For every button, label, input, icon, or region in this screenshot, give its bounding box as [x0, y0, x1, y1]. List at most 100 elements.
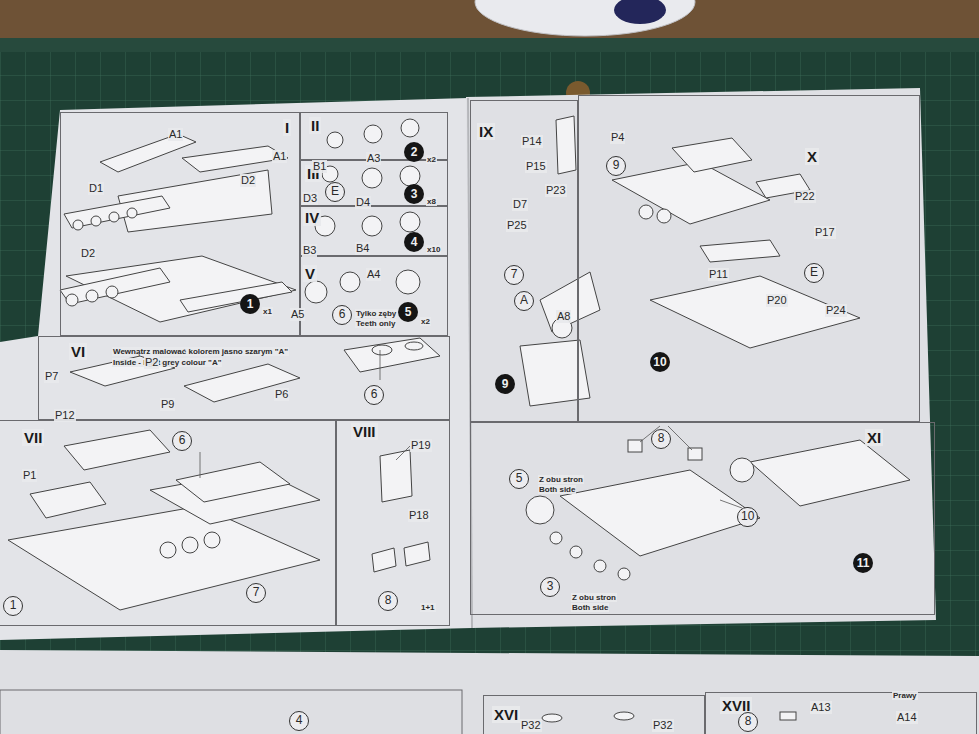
note-text: Z obu stron: [571, 593, 617, 602]
label-anchor: D1: [88, 178, 104, 196]
label-anchor: P17: [814, 222, 836, 240]
label-anchor: 6: [332, 304, 352, 325]
label-anchor: D4: [355, 192, 371, 210]
part-label: A3: [366, 152, 381, 165]
callout-number: A: [514, 291, 534, 311]
part-label: P7: [44, 370, 59, 383]
label-anchor: Prawy: [892, 684, 918, 702]
label-anchor: 10: [650, 352, 670, 372]
part-label: A1: [272, 150, 287, 163]
part-label: P19: [410, 439, 432, 452]
callout-number: E: [804, 263, 824, 283]
callout-number: 7: [504, 265, 524, 285]
step-numeral: I: [283, 119, 291, 136]
part-label: P23: [545, 184, 567, 197]
label-anchor: A8: [556, 306, 571, 324]
label-anchor: Teeth only: [355, 312, 396, 330]
callout-number: 10: [650, 352, 670, 372]
callout-number: 9: [606, 156, 626, 176]
label-anchor: 11: [853, 553, 873, 573]
label-anchor: P19: [410, 435, 432, 453]
label-anchor: D3: [302, 188, 318, 206]
label-anchor: B4: [355, 238, 370, 256]
label-anchor: 5: [398, 302, 418, 322]
callout-number: 11: [853, 553, 873, 573]
callout-number: 7: [246, 583, 266, 603]
note-text: x10: [426, 245, 441, 254]
label-anchor: A5: [290, 304, 305, 322]
note-text: Wewnątrz malować kolorem jasno szarym "A…: [112, 347, 289, 356]
label-anchor: P15: [525, 156, 547, 174]
note-text: Both side: [538, 485, 576, 494]
part-label: D7: [512, 198, 528, 211]
part-label: P22: [794, 190, 816, 203]
label-anchor: x1: [262, 300, 273, 318]
callout-number: 4: [289, 711, 309, 731]
step-numeral: IX: [477, 123, 495, 140]
part-label: P18: [408, 509, 430, 522]
label-anchor: 2: [404, 142, 424, 162]
callout-number: 9: [495, 374, 515, 394]
note-text: x2: [420, 317, 431, 326]
step-numeral: VII: [22, 429, 44, 446]
label-anchor: x8: [426, 190, 437, 208]
callout-number: 1: [3, 596, 23, 616]
callout-number: 10: [737, 507, 758, 527]
label-anchor: D7: [512, 194, 528, 212]
label-anchor: A: [514, 290, 534, 311]
step-numeral: VIII: [351, 423, 378, 440]
note-text: Tylko zęby: [355, 309, 397, 318]
label-anchor: E: [325, 181, 345, 202]
part-label: D2: [80, 247, 96, 260]
note-text: Both side: [571, 603, 609, 612]
label-anchor: E: [804, 262, 824, 283]
label-anchor: P20: [766, 290, 788, 308]
step-numeral: XVI: [492, 706, 520, 723]
label-anchor: 3: [540, 576, 560, 597]
part-label: P1: [22, 469, 37, 482]
callout-number: 3: [540, 577, 560, 597]
note-text: x8: [426, 197, 437, 206]
label-anchor: x10: [426, 238, 441, 256]
label-anchor: 9: [495, 374, 515, 394]
step-numeral: X: [805, 148, 819, 165]
part-label: B3: [302, 244, 317, 257]
label-anchor: 10: [737, 506, 758, 527]
callout-number: 6: [332, 305, 352, 325]
part-label: D4: [355, 196, 371, 209]
part-label: P12: [54, 409, 76, 422]
label-anchor: P9: [160, 394, 175, 412]
label-anchor: Both side: [538, 478, 576, 496]
part-label: P6: [274, 388, 289, 401]
label-anchor: P1: [22, 465, 37, 483]
label-anchor: B1: [312, 156, 327, 174]
label-anchor: P11: [708, 264, 729, 282]
part-label: P25: [506, 219, 528, 232]
part-label: B1: [312, 160, 327, 173]
part-label: P11: [708, 268, 729, 281]
label-anchor: 5: [509, 468, 529, 489]
part-label: P32: [652, 719, 674, 732]
label-anchor: A3: [366, 148, 381, 166]
callout-number: 8: [378, 591, 398, 611]
label-anchor: P6: [274, 384, 289, 402]
part-label: A14: [896, 711, 918, 724]
label-anchor: P25: [506, 215, 528, 233]
callout-number: 8: [651, 429, 671, 449]
label-anchor: 7: [504, 264, 524, 285]
label-anchor: Tylko zęby: [355, 302, 397, 320]
label-anchor: 6: [364, 384, 384, 405]
part-label: P14: [521, 135, 543, 148]
part-label: A13: [810, 701, 832, 714]
step-panel: IX: [470, 100, 578, 422]
part-label: A4: [366, 268, 381, 281]
label-anchor: Z obu stron: [538, 468, 584, 486]
step-panel: X: [578, 95, 920, 422]
label-anchor: D2: [240, 170, 256, 188]
label-anchor: Both side: [571, 596, 609, 614]
label-anchor: A1: [272, 146, 287, 164]
note-text: x2: [426, 155, 437, 164]
part-label: P32: [520, 719, 542, 732]
label-anchor: Z obu stron: [571, 586, 617, 604]
label-anchor: x2: [426, 148, 437, 166]
